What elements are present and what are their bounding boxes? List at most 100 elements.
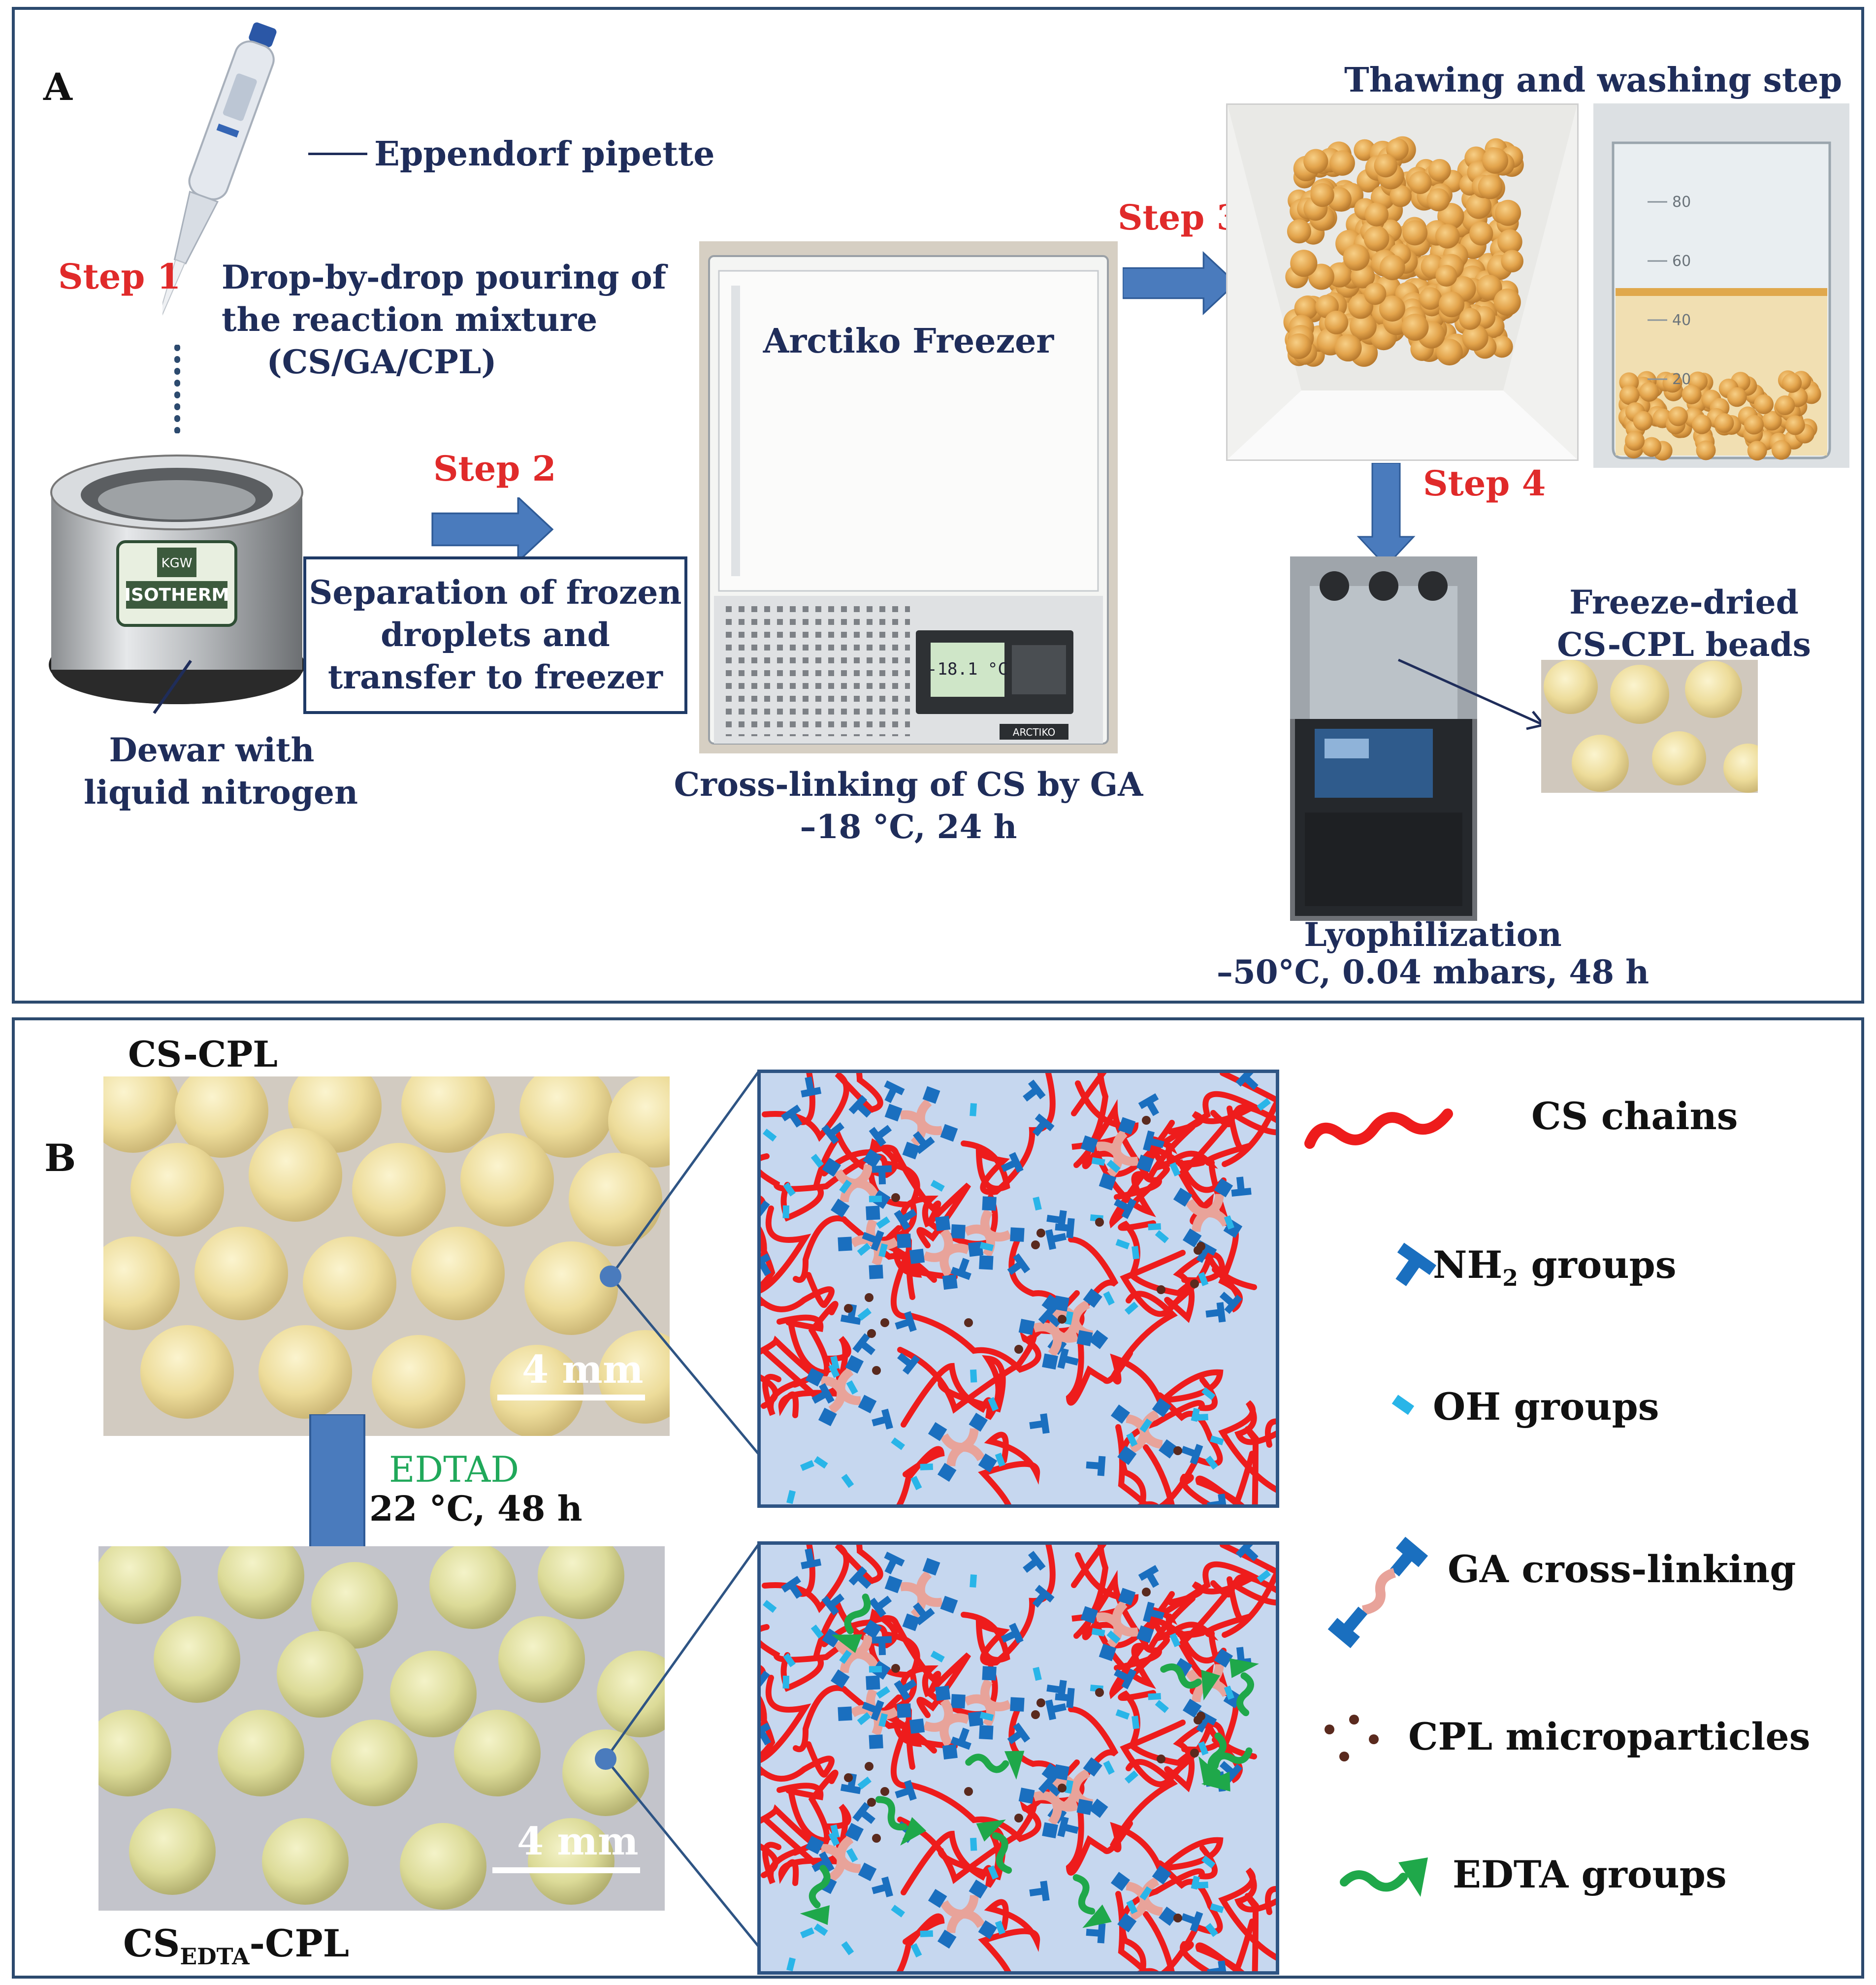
- cpl-microparticle: [1036, 1229, 1045, 1237]
- ga-crosslink: [928, 1879, 998, 1949]
- nh2-group: [1143, 1130, 1164, 1151]
- step2-desc-line1: Separation of frozen: [309, 573, 682, 612]
- oh-group: [869, 1196, 882, 1203]
- cpl-microparticle: [880, 1787, 889, 1796]
- nh2-group: [780, 1105, 803, 1128]
- nh2-group: [1029, 1881, 1050, 1901]
- nh2-group: [1219, 1292, 1243, 1314]
- bead: [352, 1143, 446, 1237]
- oh-group: [857, 1307, 872, 1321]
- lyophilization-caption: Lyophilization –50°C, 0.04 mbars, 48 h: [1211, 916, 1654, 991]
- orange-bead: [1286, 333, 1312, 359]
- orange-bead: [1491, 335, 1513, 358]
- bead: [154, 1616, 240, 1703]
- freezer-caption: Cross-linking of CS by GA –18 °C, 24 h: [650, 763, 1167, 848]
- oh-group: [846, 1380, 858, 1395]
- orange-bead: [1478, 174, 1503, 199]
- nh2-group: [950, 1727, 971, 1750]
- beaker-mark-20: 20: [1672, 371, 1691, 388]
- oh-group: [891, 1905, 906, 1918]
- oh-group: [1139, 1886, 1152, 1901]
- oh-group: [876, 1686, 890, 1699]
- freezer-brand: ARCTIKO: [1013, 726, 1055, 738]
- orange-bead: [1466, 193, 1492, 219]
- oh-group: [869, 1666, 882, 1673]
- orange-bead: [1374, 154, 1398, 178]
- nh2-group: [821, 1594, 844, 1616]
- nh2-group: [1001, 1152, 1024, 1173]
- oh-group: [1139, 1418, 1153, 1433]
- orange-bead: [1476, 275, 1502, 301]
- cs-chain: [1164, 1246, 1257, 1323]
- bead: [519, 1076, 613, 1158]
- nh2-group: [869, 1125, 892, 1147]
- bead: [218, 1710, 304, 1796]
- bead: [129, 1808, 216, 1895]
- nh2-group: [1114, 1668, 1137, 1690]
- nh2-group: [1029, 1413, 1050, 1434]
- oh-group: [857, 1776, 872, 1790]
- nh2-group: [1086, 1923, 1106, 1944]
- step1-label: Step 1: [58, 256, 181, 297]
- lyophilization-caption-line1: Lyophilization: [1304, 915, 1562, 954]
- cpl-microparticle: [1197, 1712, 1205, 1721]
- oh-group: [1106, 1160, 1121, 1173]
- oh-group: [846, 1848, 858, 1863]
- oh-group: [988, 1865, 999, 1880]
- bead: [249, 1128, 342, 1222]
- step1-desc-line3: (CS/GA/CPL): [266, 343, 497, 381]
- nh2-group: [1143, 1601, 1164, 1623]
- step1-desc-line1: Drop-by-drop pouring of: [222, 258, 667, 296]
- oh-group: [891, 1437, 906, 1450]
- zoom-lines-top: [600, 1071, 760, 1455]
- oh-group: [857, 1712, 871, 1725]
- ga-crosslink: [1018, 1295, 1093, 1370]
- beaker-bead: [1762, 411, 1782, 431]
- cpl-microparticle: [1031, 1710, 1040, 1719]
- step2-desc-line2: droplets and: [381, 616, 610, 654]
- edta-group: [800, 1865, 831, 1925]
- cpl-microparticle: [891, 1664, 900, 1673]
- nh2-group: [895, 1311, 917, 1332]
- step1-description: Drop-by-drop pouring of the reaction mix…: [222, 256, 667, 383]
- oh-group: [1103, 1760, 1115, 1775]
- nh2-group: [1038, 1304, 1061, 1328]
- beaker-bead: [1754, 394, 1774, 415]
- edta-group: [965, 1751, 1025, 1780]
- oh-group: [1210, 1903, 1224, 1914]
- bead: [490, 1345, 583, 1436]
- cpl-microparticle: [1031, 1240, 1040, 1249]
- oh-group: [813, 1456, 828, 1469]
- nh2-group: [1007, 1723, 1031, 1745]
- oh-group: [876, 1216, 891, 1229]
- oh-group: [1132, 1716, 1140, 1729]
- cs-chain: [890, 1251, 1080, 1373]
- orange-bead: [1495, 199, 1521, 226]
- oh-group: [1197, 1272, 1209, 1286]
- oh-group: [920, 1464, 933, 1470]
- nh2-group: [897, 1353, 920, 1375]
- ga-crosslink: [909, 1215, 984, 1290]
- freeze-dried-beads-label: Freeze-dried CS-CPL beads: [1541, 581, 1827, 666]
- orange-bead: [1379, 295, 1405, 322]
- orange-bead: [1435, 224, 1460, 249]
- nh2-group: [1023, 1551, 1046, 1573]
- nh2-group: [1207, 1494, 1228, 1514]
- cpl-microparticle: [1058, 1784, 1067, 1792]
- pipette-pointer-line: [308, 153, 367, 155]
- cs-chain: [1008, 1704, 1133, 1876]
- orange-bead: [1435, 264, 1457, 287]
- cpl-microparticle: [1036, 1698, 1045, 1707]
- cs-chain: [1110, 1758, 1224, 1873]
- legend-cpl-icon: [1325, 1715, 1379, 1761]
- step3-label: Step 3: [1118, 197, 1241, 238]
- cpl-microparticle: [1157, 1285, 1165, 1294]
- beaker-bead: [1692, 414, 1712, 434]
- scale-label-top: 4 mm: [522, 1347, 644, 1392]
- oh-group: [1257, 1569, 1271, 1583]
- nh2-group: [1181, 1444, 1203, 1465]
- nh2-group: [801, 1548, 822, 1569]
- legend-cpl-label: CPL microparticles: [1408, 1715, 1811, 1758]
- oh-group: [783, 1182, 796, 1197]
- beaker-mark-60: 60: [1672, 253, 1691, 270]
